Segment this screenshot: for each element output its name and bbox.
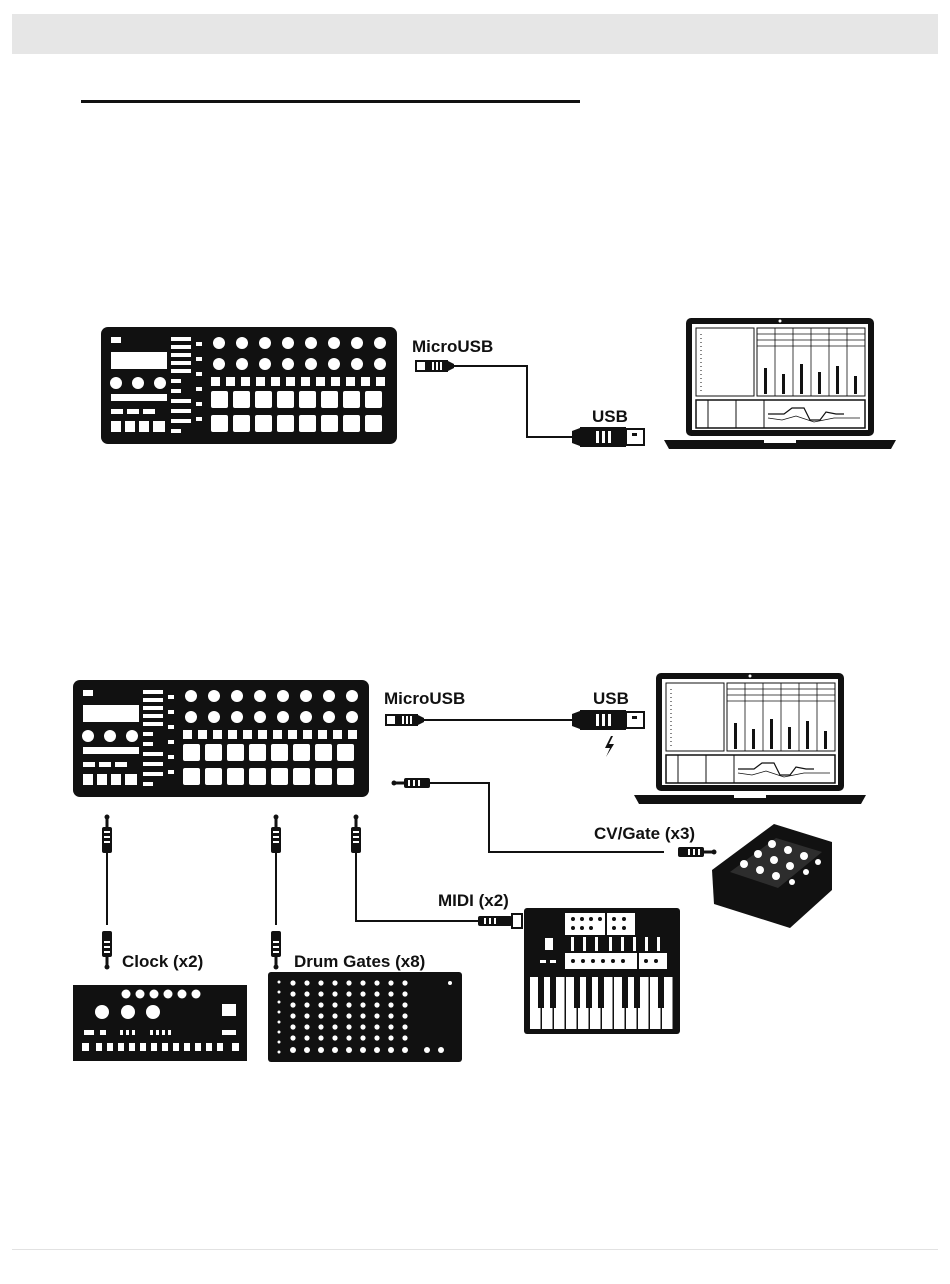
sequencer-device <box>101 327 397 444</box>
clock-device <box>73 985 247 1061</box>
synth-keyboard <box>524 908 680 1034</box>
power-bolt-icon <box>605 736 614 757</box>
cvgate-label: CV/Gate (x3) <box>594 824 695 843</box>
drumgates-device <box>268 972 462 1062</box>
usb-label: USB <box>593 689 629 708</box>
drumgates-jack-plug <box>271 815 281 854</box>
microusb-label: MicroUSB <box>384 689 465 708</box>
laptop-computer <box>664 318 896 449</box>
laptop-computer <box>634 673 866 804</box>
microusb-plug <box>386 714 424 726</box>
eurorack-module <box>712 824 832 1051</box>
midi-jack-plug <box>351 815 361 854</box>
cvgate-jack-plug <box>392 778 431 788</box>
clock-jack-plug <box>102 815 112 854</box>
bottom-diagram: MicroUSB USB CV/Gate (x3) Clock (x2) <box>73 673 866 1062</box>
top-diagram: MicroUSB USB <box>101 318 896 449</box>
usb-cable <box>454 366 572 437</box>
clock-label: Clock (x2) <box>122 952 203 971</box>
usb-plug <box>572 710 644 730</box>
microusb-plug <box>416 360 454 372</box>
usb-label: USB <box>592 407 628 426</box>
drumgates-label: Drum Gates (x8) <box>294 952 425 971</box>
midi-label: MIDI (x2) <box>438 891 509 910</box>
drumgates-jack-plug <box>271 931 281 970</box>
clock-jack-plug <box>102 931 112 970</box>
cvgate-jack-plug <box>678 847 717 857</box>
microusb-label: MicroUSB <box>412 337 493 356</box>
sequencer-device <box>73 680 369 797</box>
midi-cable <box>356 853 478 921</box>
midi-plug <box>478 914 522 928</box>
usb-plug <box>572 427 644 447</box>
